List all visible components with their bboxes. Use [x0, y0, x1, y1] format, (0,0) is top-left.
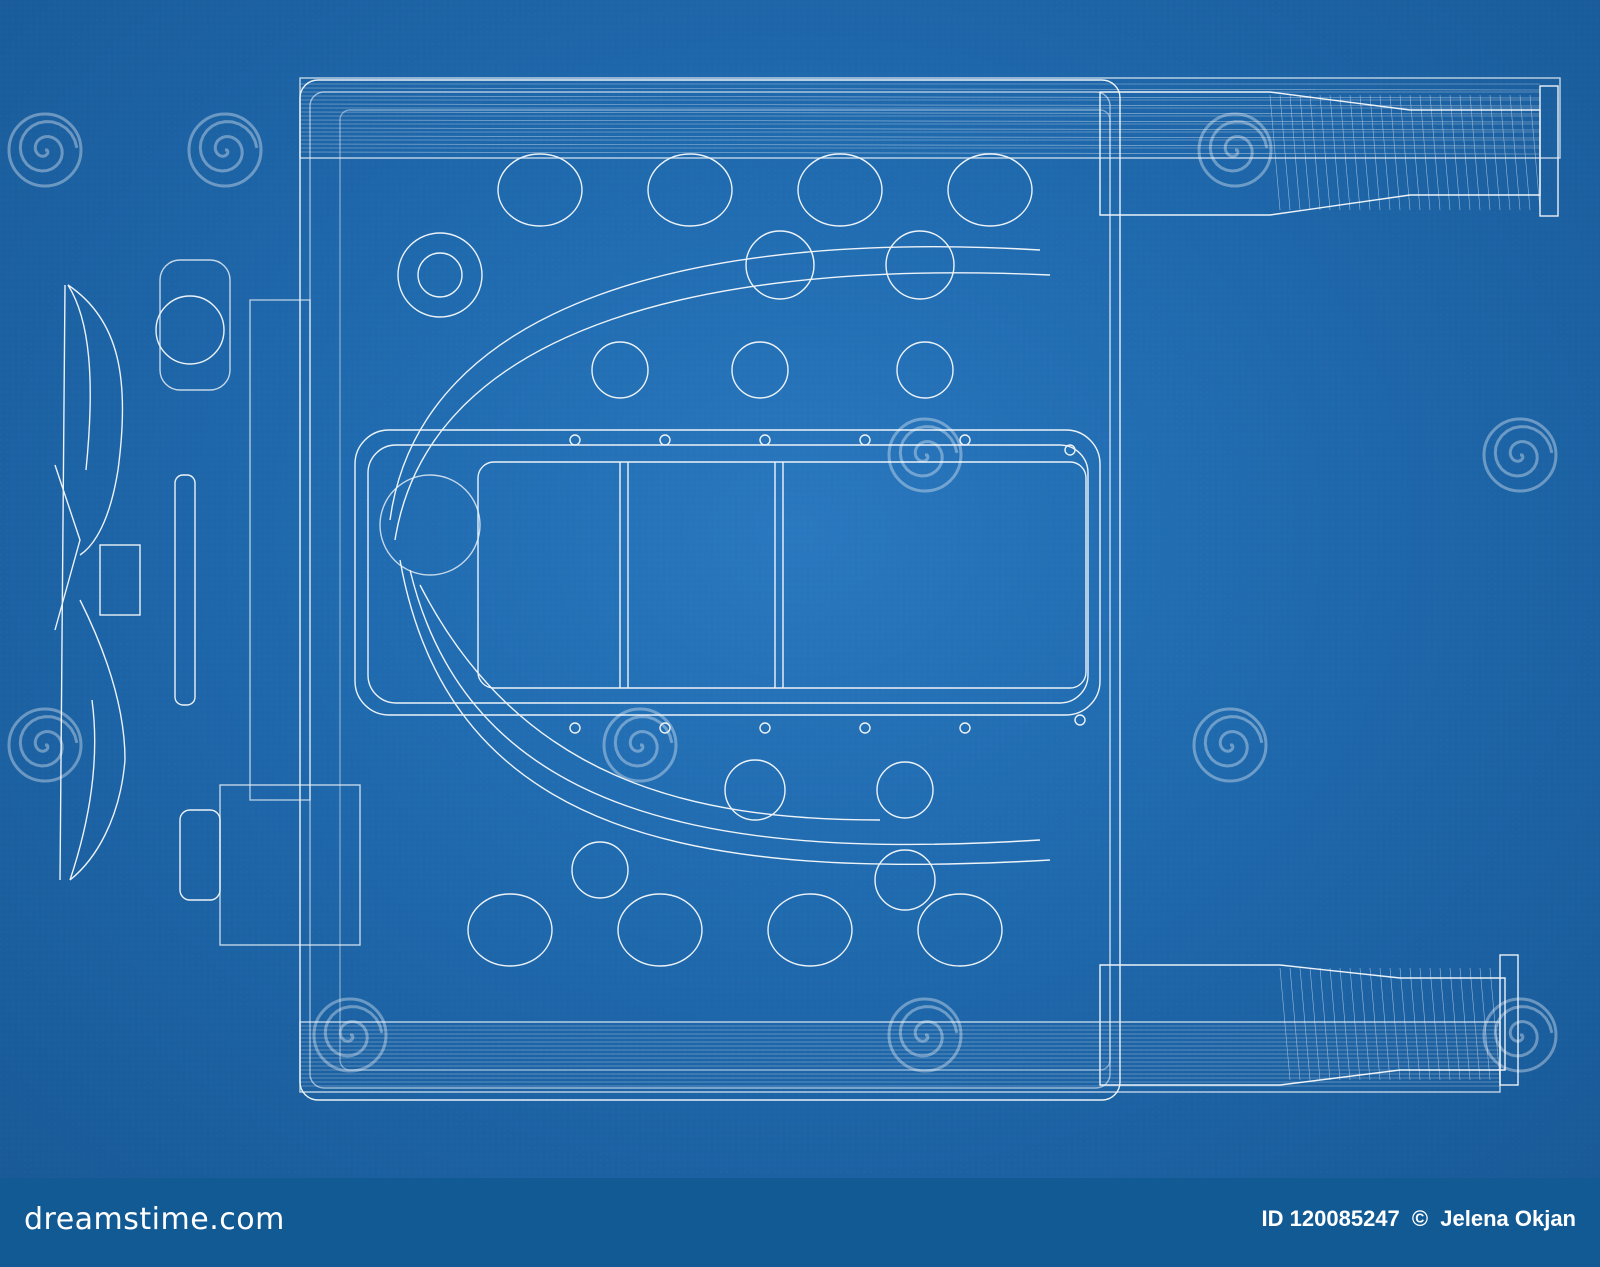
spiral-logo-icon — [7, 707, 83, 783]
hatching — [299, 83, 1541, 1087]
intake-plenum — [354, 429, 1101, 716]
spiral-logo-icon — [1482, 417, 1558, 493]
bolt-heads — [569, 434, 1086, 734]
cylinder-ports-top — [497, 153, 1033, 399]
id-label: ID — [1261, 1206, 1284, 1231]
watermark-layer — [7, 112, 1558, 1073]
spiral-logo-icon — [312, 997, 388, 1073]
image-credit: ID 120085247 © Jelena Okjan — [1262, 1206, 1576, 1232]
front-accessories — [99, 259, 361, 946]
author-name: Jelena Okjan — [1440, 1206, 1576, 1231]
spiral-logo-icon — [187, 112, 263, 188]
spiral-logo-icon — [887, 417, 963, 493]
spiral-logo-icon — [1192, 707, 1268, 783]
ignition-wiring — [379, 232, 1051, 866]
cooling-fan — [54, 284, 126, 881]
spiral-logo-icon — [1197, 112, 1273, 188]
engine-blueprint — [0, 0, 1600, 1178]
id-value: 120085247 — [1289, 1206, 1400, 1231]
copyright-symbol: © — [1411, 1206, 1429, 1231]
credit-bar: dreamstime.com ID 120085247 © Jelena Okj… — [0, 1178, 1600, 1267]
spiral-logo-icon — [602, 707, 678, 783]
exhaust-header-top — [299, 77, 1561, 217]
spiral-logo-icon — [7, 112, 83, 188]
spiral-logo-icon — [1482, 997, 1558, 1073]
spiral-logo-icon — [887, 997, 963, 1073]
engine-wireframe-drawing — [0, 0, 1600, 1178]
cylinder-ports-bottom — [467, 759, 1003, 967]
brand-text: dreamstime.com — [24, 1202, 285, 1237]
